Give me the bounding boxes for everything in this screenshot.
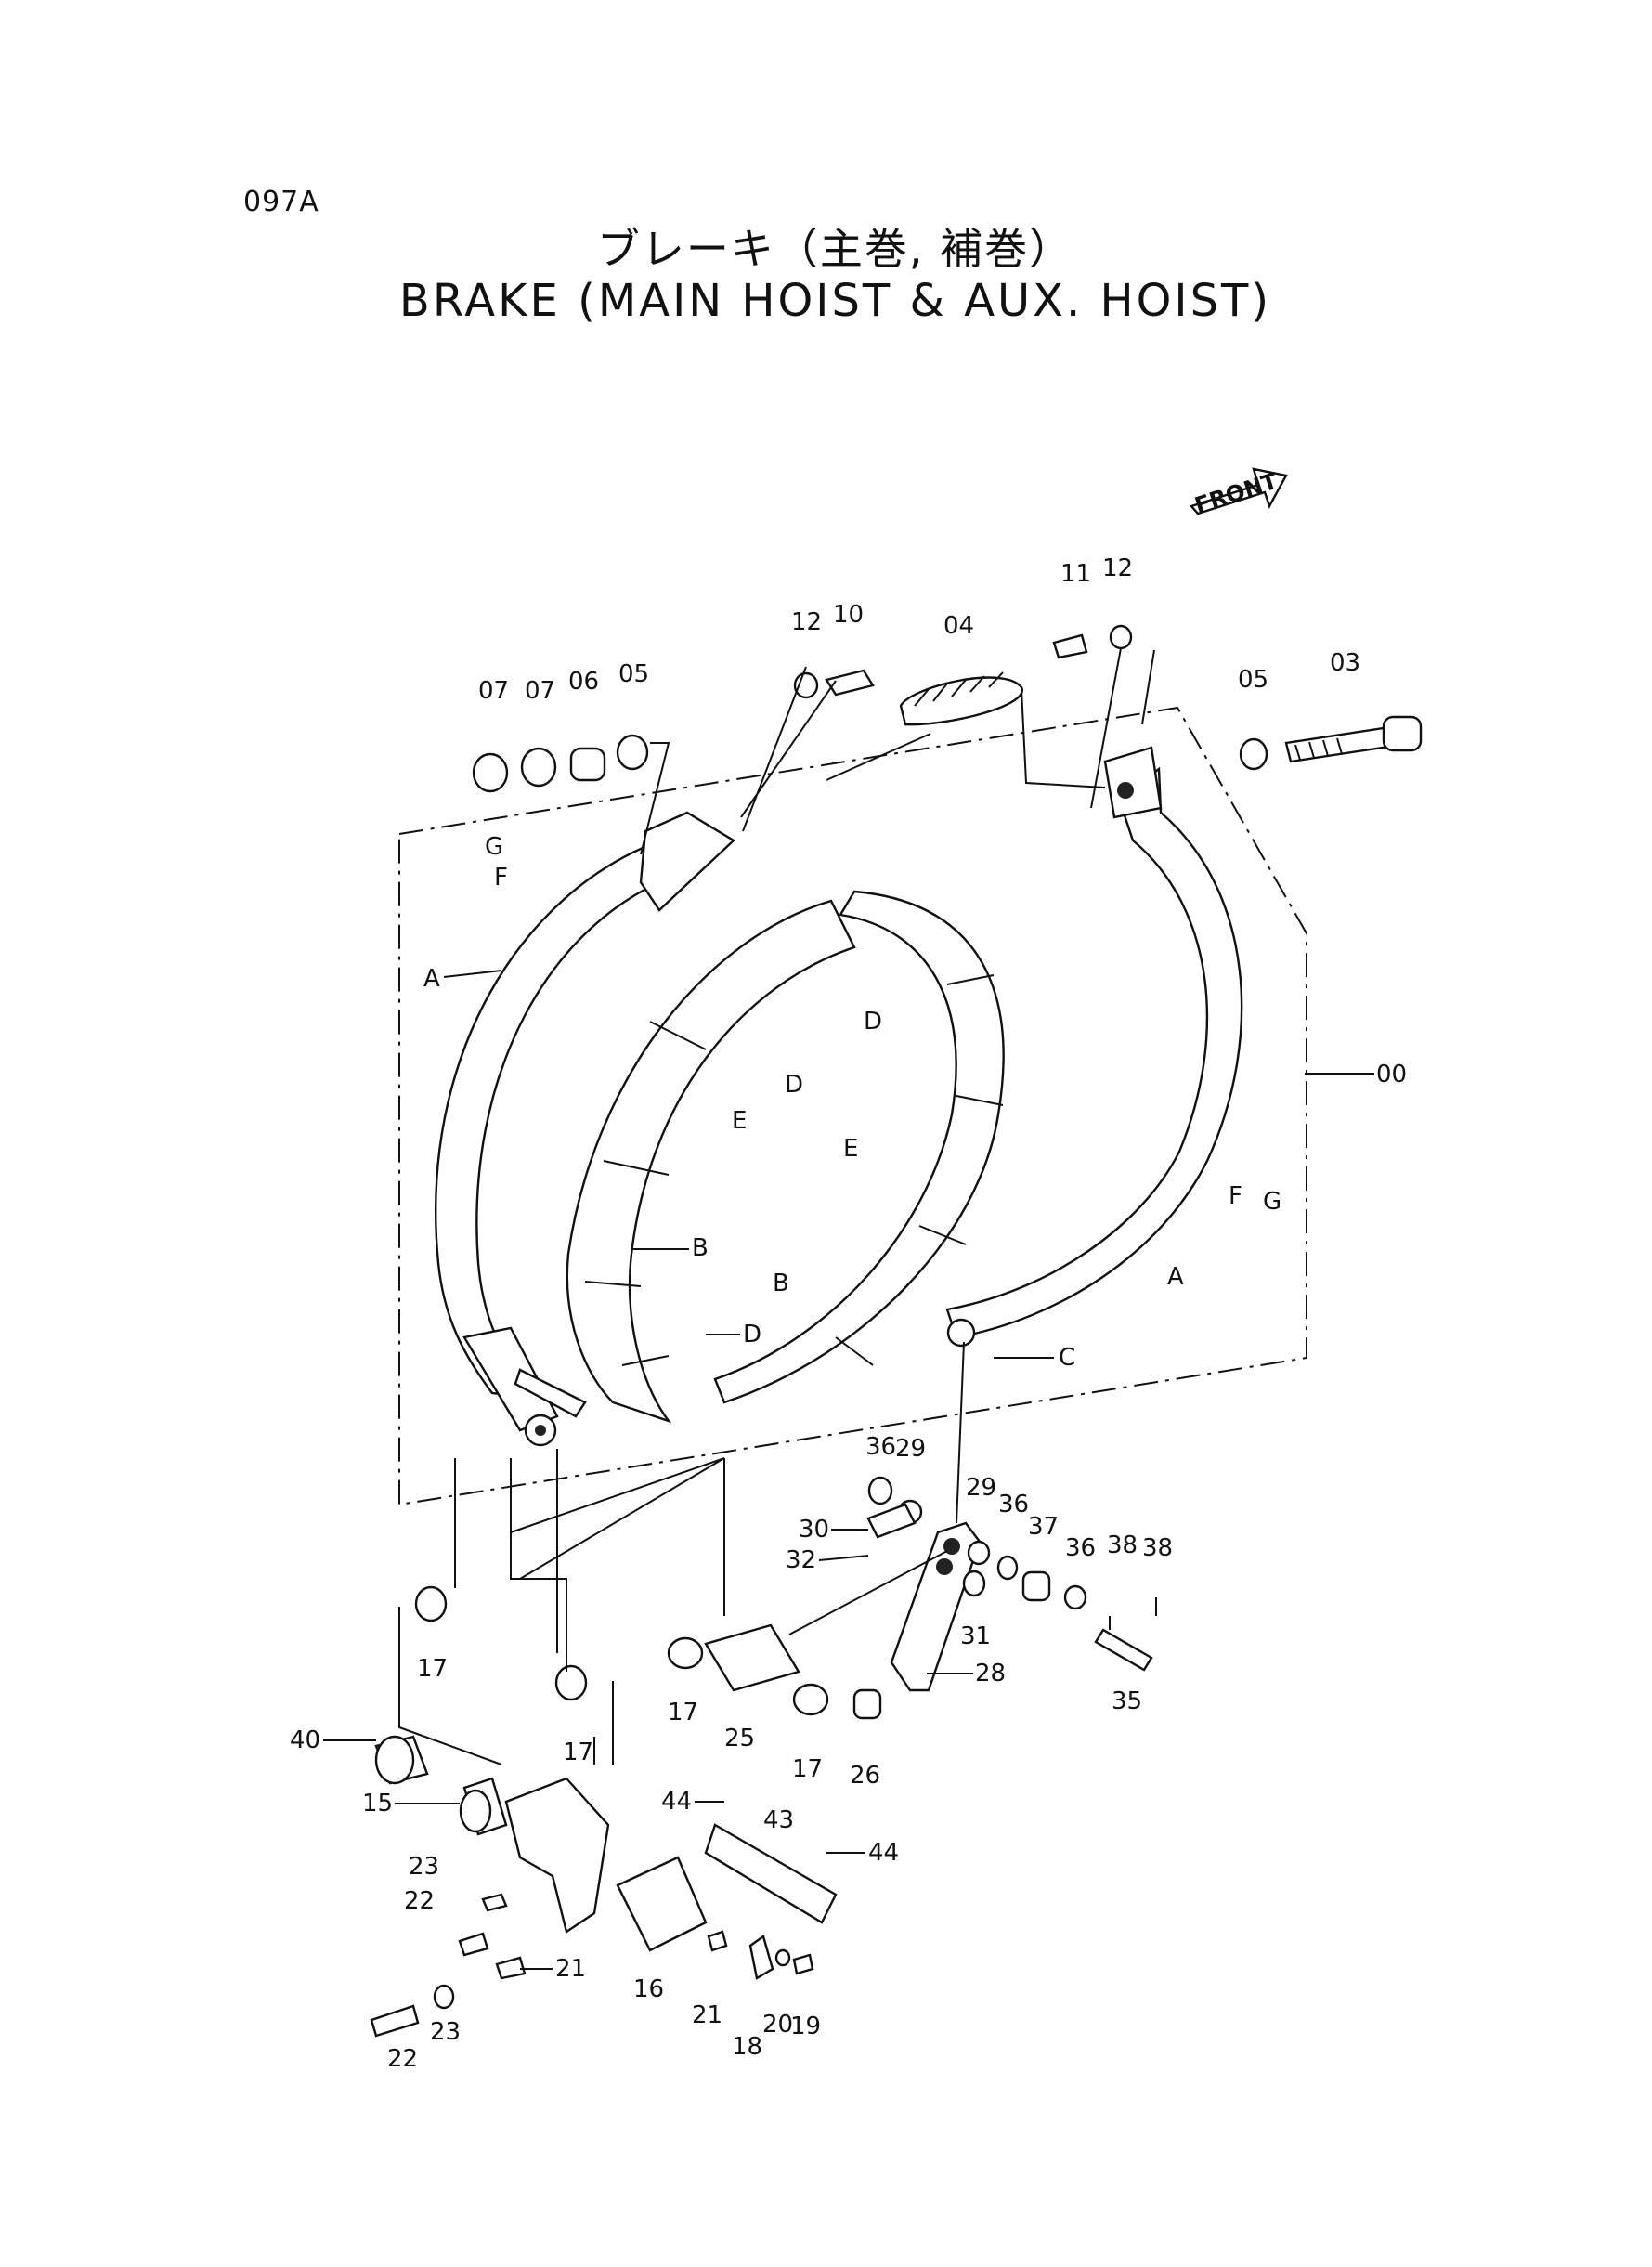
- callout-35: 35: [1112, 1687, 1142, 1715]
- callout-10: 10: [833, 601, 864, 629]
- callout-36b: 36: [998, 1491, 1029, 1518]
- front-arrow-icon: FRONT: [1189, 467, 1288, 519]
- label-G-2: G: [1263, 1188, 1281, 1216]
- callout-17c: 17: [668, 1699, 698, 1726]
- callout-17d: 17: [792, 1755, 823, 1783]
- callout-17a: 17: [417, 1655, 448, 1683]
- page-number: 097A: [243, 186, 319, 218]
- pin-35: [1094, 1628, 1153, 1672]
- brake-band-right: [945, 746, 1243, 1348]
- callout-19: 19: [790, 2013, 821, 2040]
- title-english: BRAKE (MAIN HOIST & AUX. HOIST): [398, 275, 1272, 327]
- bracket-15: [504, 1777, 610, 1934]
- label-D-1: D: [785, 1071, 803, 1099]
- callout-37: 37: [1028, 1513, 1059, 1541]
- lever-assembly: [667, 1476, 1153, 1720]
- callout-07b: 07: [525, 677, 555, 705]
- callout-12a: 12: [791, 608, 822, 636]
- pin-43: [704, 1823, 838, 1924]
- bolt-11: [1052, 633, 1088, 659]
- label-E-1: E: [732, 1107, 747, 1135]
- brake-band-left: [435, 811, 735, 1447]
- callout-04: 04: [943, 612, 974, 640]
- callout-43: 43: [763, 1806, 794, 1834]
- callout-26: 26: [850, 1762, 880, 1790]
- label-A-left: A: [423, 965, 440, 993]
- brake-lining-right: [713, 890, 1005, 1404]
- top-hardware: [472, 624, 1423, 793]
- washer-12b: [1109, 624, 1133, 650]
- callout-36a: 36: [865, 1433, 896, 1461]
- callout-44a: 44: [661, 1788, 692, 1816]
- callout-15: 15: [362, 1790, 393, 1818]
- callout-25: 25: [724, 1725, 755, 1752]
- title-japanese: ブレーキ（主巻, 補巻）: [596, 224, 1074, 274]
- callout-05b: 05: [1238, 666, 1268, 694]
- spring-04: [899, 676, 1023, 726]
- label-B-right: B: [773, 1270, 789, 1297]
- bushing-06: [569, 747, 606, 782]
- callout-21a: 21: [555, 1955, 586, 1983]
- pin-16: [616, 1856, 708, 1952]
- lever-28: [890, 1521, 982, 1692]
- label-D-2: D: [864, 1008, 882, 1036]
- callout-23a: 23: [409, 1853, 439, 1881]
- callout-31: 31: [960, 1622, 991, 1650]
- bolt-03: [1284, 726, 1390, 763]
- callout-40: 40: [290, 1726, 320, 1754]
- label-F-1: F: [494, 864, 508, 892]
- callout-30: 30: [799, 1516, 829, 1544]
- callout-18: 18: [732, 2033, 762, 2061]
- callout-20: 20: [762, 2011, 793, 2039]
- callout-12b: 12: [1102, 554, 1133, 582]
- callout-28: 28: [975, 1660, 1006, 1687]
- callout-23b: 23: [430, 2018, 461, 2046]
- label-F-2: F: [1229, 1182, 1242, 1210]
- callout-38b: 38: [1142, 1534, 1173, 1562]
- nut-07a: [472, 752, 509, 793]
- clevis-25: [704, 1623, 800, 1692]
- bolt-10: [825, 669, 875, 697]
- callout-29a: 29: [895, 1435, 926, 1463]
- label-E-2: E: [843, 1135, 858, 1163]
- callout-03: 03: [1330, 649, 1360, 677]
- callout-21b: 21: [692, 2001, 722, 2029]
- callout-labels: 00 03 04 05 05 06 07 07 10 11 12 12 15 1…: [290, 554, 1407, 2073]
- label-C: C: [1059, 1344, 1075, 1372]
- callout-44b: 44: [868, 1839, 899, 1867]
- callout-07a: 07: [478, 677, 509, 705]
- callout-06: 06: [568, 668, 599, 696]
- label-A-right: A: [1167, 1263, 1184, 1291]
- callout-16: 16: [633, 1975, 664, 2003]
- callout-36c: 36: [1065, 1534, 1096, 1562]
- label-B-left: B: [692, 1234, 709, 1262]
- callout-22b: 22: [387, 2045, 418, 2073]
- callout-05a: 05: [618, 660, 649, 688]
- label-G-1: G: [485, 833, 503, 861]
- bottom-assembly: [370, 1585, 838, 2038]
- assembly-boundary: [398, 706, 1307, 1506]
- callout-17b: 17: [563, 1739, 593, 1766]
- callout-00: 00: [1376, 1061, 1407, 1088]
- brake-lining-left: [566, 899, 856, 1424]
- callout-32: 32: [786, 1546, 816, 1574]
- label-D-3: D: [743, 1321, 761, 1348]
- callout-11: 11: [1060, 560, 1091, 588]
- washer-05a: [616, 734, 649, 771]
- callout-22a: 22: [404, 1887, 435, 1915]
- washer-05b: [1239, 737, 1268, 771]
- callout-38a: 38: [1107, 1531, 1138, 1559]
- callout-29b: 29: [966, 1474, 996, 1502]
- front-label: FRONT: [1191, 468, 1281, 519]
- nut-07b: [520, 747, 557, 788]
